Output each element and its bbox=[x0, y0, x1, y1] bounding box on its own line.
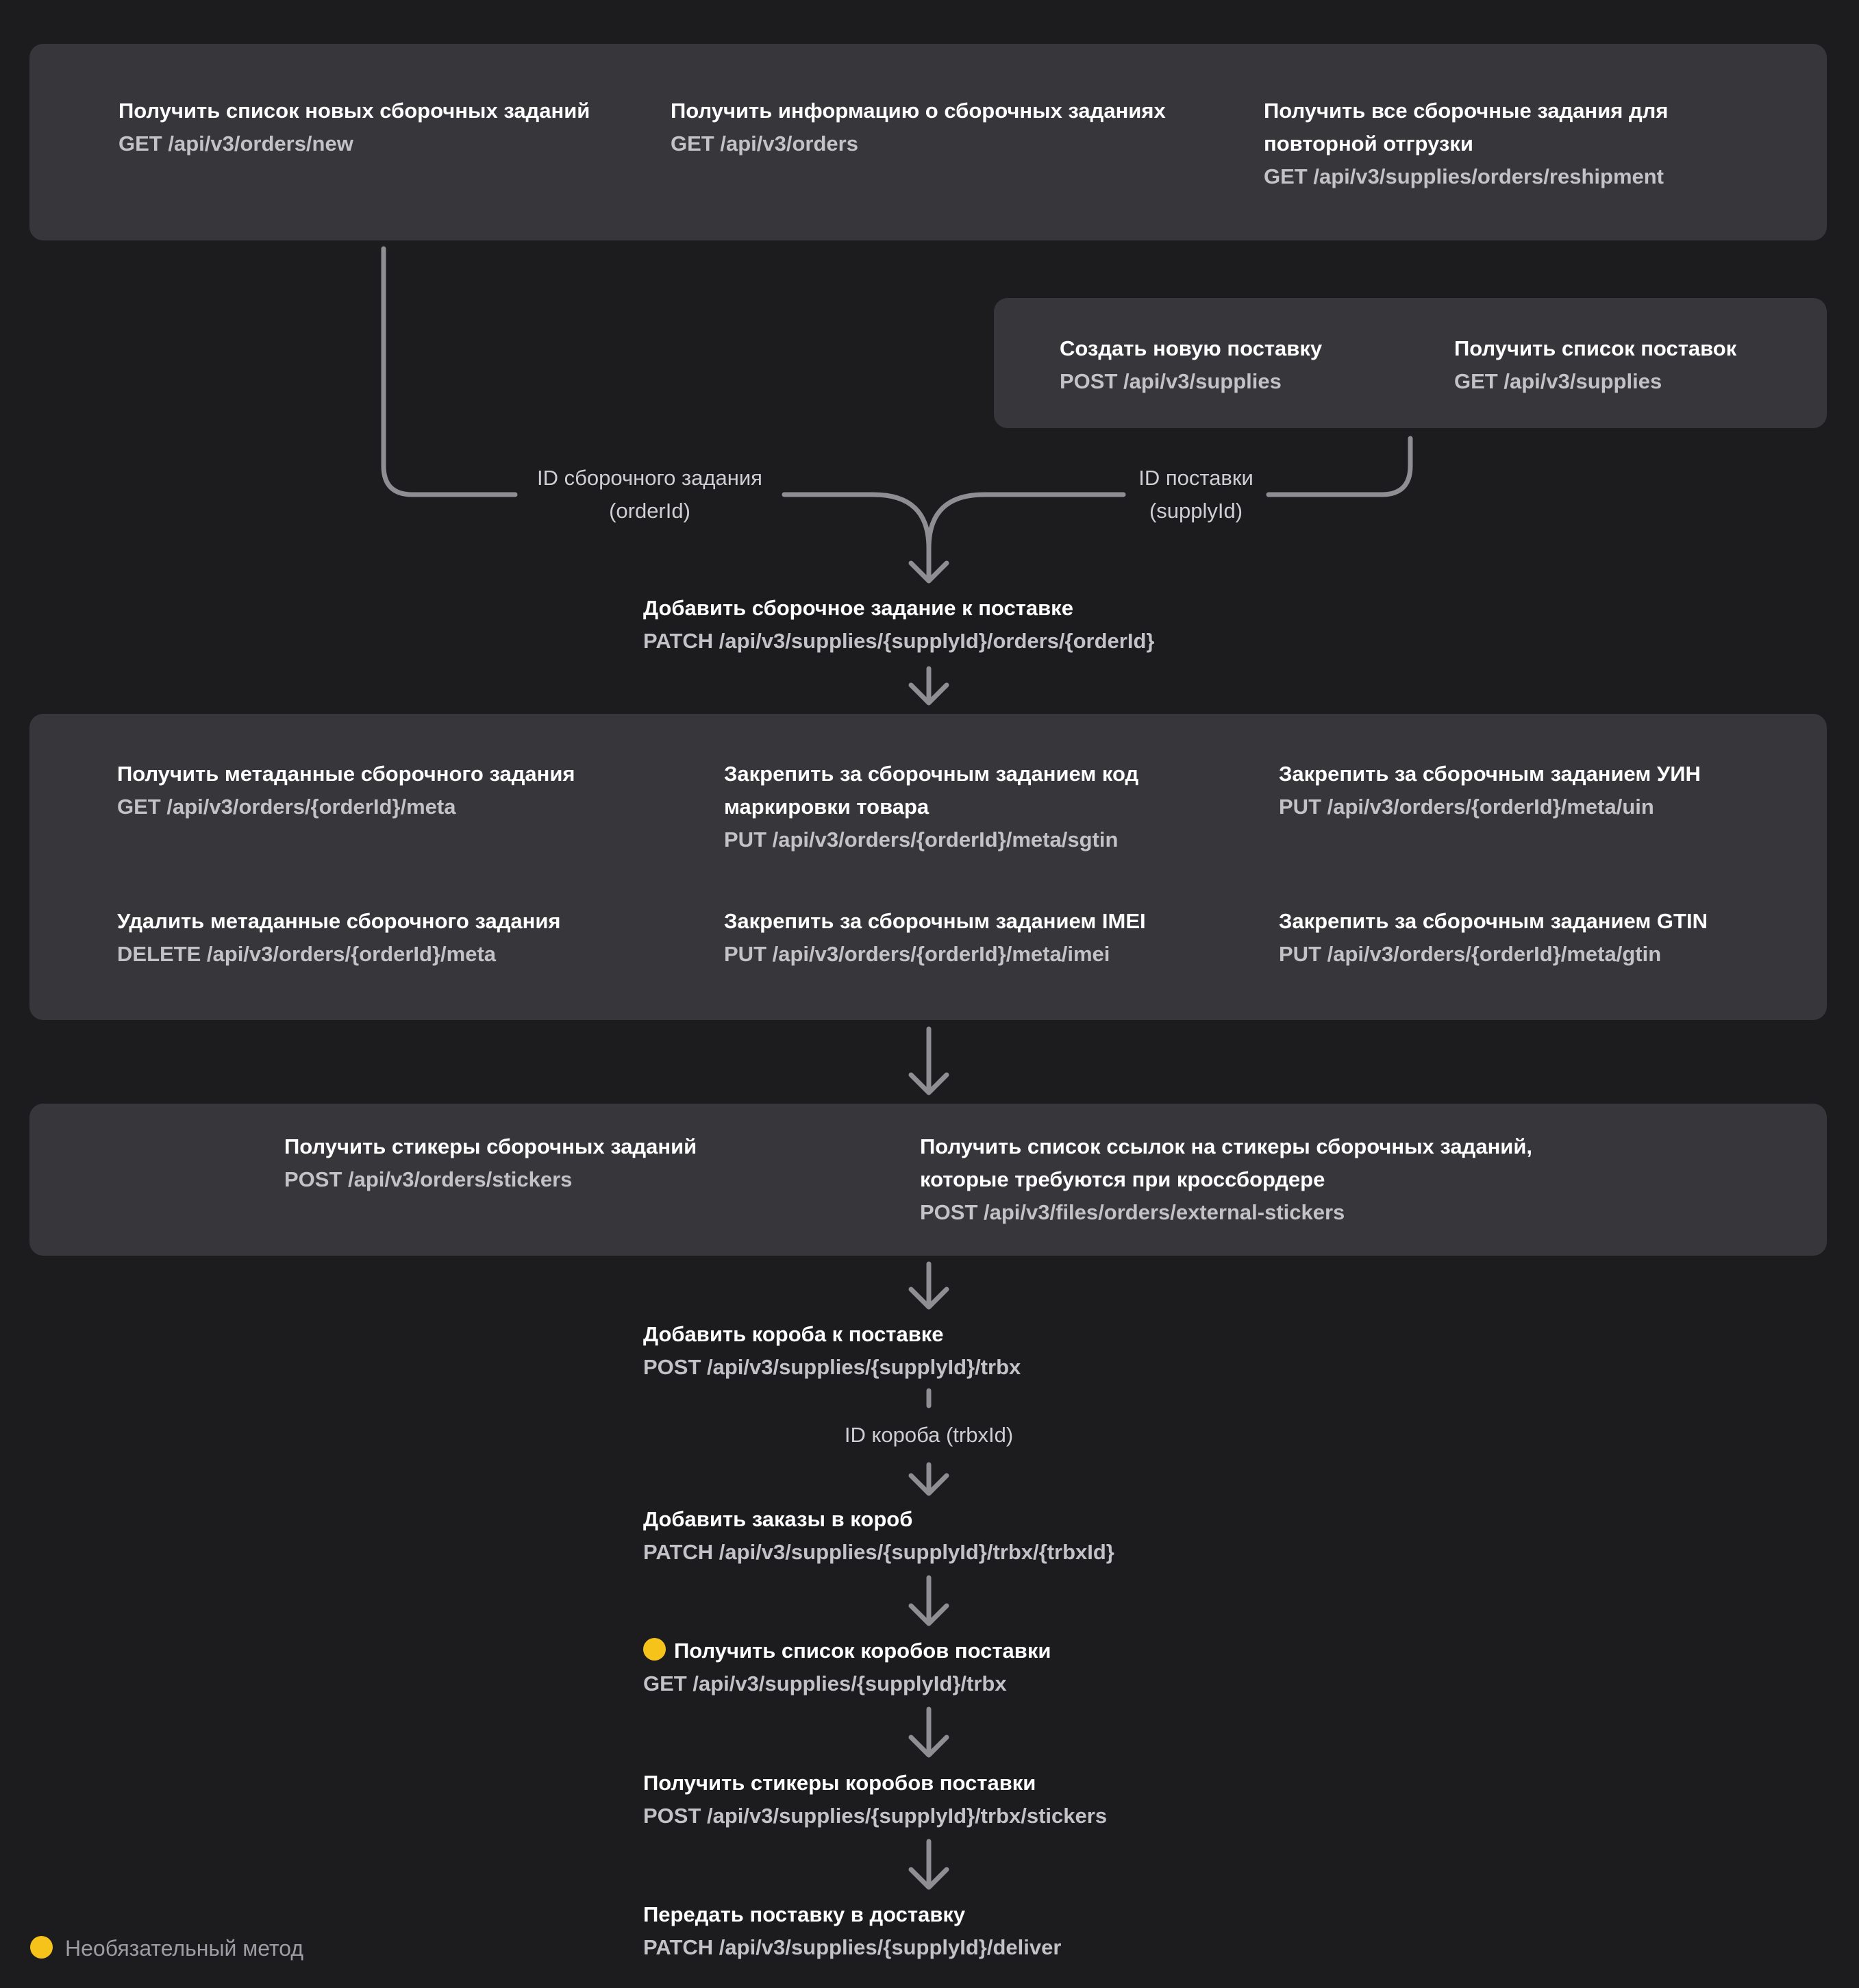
method-delete-meta[interactable]: Удалить метаданные сборочного задания DE… bbox=[117, 905, 561, 971]
method-endpoint: PATCH /api/v3/supplies/{supplyId}/trbx/{… bbox=[643, 1540, 1114, 1564]
supply-id-param: (supplyId) bbox=[1149, 499, 1243, 523]
arrow-to-meta bbox=[908, 666, 949, 706]
method-title: Получить список ссылок на стикеры сбороч… bbox=[920, 1134, 1533, 1158]
method-title: Удалить метаданные сборочного задания bbox=[117, 909, 561, 933]
method-title: Закрепить за сборочным заданием IMEI bbox=[724, 909, 1146, 933]
method-title: Закрепить за сборочным заданием GTIN bbox=[1279, 909, 1708, 933]
method-endpoint: PUT /api/v3/orders/{orderId}/meta/gtin bbox=[1279, 942, 1662, 966]
meta-panel bbox=[29, 714, 1827, 1020]
method-title: Получить список новых сборочных заданий bbox=[118, 99, 590, 123]
order-id-label: ID сборочного задания (orderId) bbox=[515, 462, 784, 527]
supplies-panel bbox=[994, 298, 1827, 428]
orders-panel bbox=[29, 44, 1827, 240]
method-endpoint: PATCH /api/v3/supplies/{supplyId}/delive… bbox=[643, 1935, 1062, 1959]
arrow-to-box-stickers bbox=[908, 1706, 949, 1758]
order-id-text: ID сборочного задания bbox=[537, 466, 762, 490]
method-title: Получить стикеры сборочных заданий bbox=[284, 1134, 697, 1158]
method-title: Создать новую поставку bbox=[1060, 336, 1323, 360]
method-title: Получить все сборочные задания для bbox=[1264, 99, 1669, 123]
method-title: Закрепить за сборочным заданием код bbox=[724, 762, 1139, 786]
method-endpoint: PUT /api/v3/orders/{orderId}/meta/imei bbox=[724, 942, 1110, 966]
method-endpoint: GET /api/v3/orders bbox=[671, 132, 858, 156]
method-title: Передать поставку в доставку bbox=[643, 1902, 966, 1926]
method-title-row: Получить список коробов поставки bbox=[643, 1635, 1051, 1667]
arrow-merge bbox=[908, 545, 949, 584]
method-title: Получить список поставок bbox=[1454, 336, 1737, 360]
method-endpoint: POST /api/v3/supplies/{supplyId}/trbx/st… bbox=[643, 1804, 1108, 1828]
method-title: Получить список коробов поставки bbox=[674, 1639, 1051, 1663]
method-title: Добавить короба к поставке bbox=[643, 1322, 944, 1346]
arrow-to-add-boxes bbox=[908, 1261, 949, 1310]
method-new-orders[interactable]: Получить список новых сборочных заданий … bbox=[118, 95, 590, 160]
method-endpoint: PATCH /api/v3/supplies/{supplyId}/orders… bbox=[643, 629, 1155, 653]
method-title: Добавить сборочное задание к поставке bbox=[643, 596, 1073, 620]
supply-id-label: ID поставки (supplyId) bbox=[1123, 462, 1269, 527]
method-box-list[interactable]: Получить список коробов поставки GET /ap… bbox=[643, 1635, 1051, 1700]
arrow-to-stickers bbox=[908, 1026, 949, 1095]
order-id-param: (orderId) bbox=[609, 499, 690, 523]
method-get-meta[interactable]: Получить метаданные сборочного задания G… bbox=[117, 758, 575, 823]
connector-supplies bbox=[1266, 436, 1413, 497]
method-endpoint: GET /api/v3/supplies bbox=[1454, 369, 1662, 393]
method-supply-list[interactable]: Получить список поставок GET /api/v3/sup… bbox=[1454, 332, 1736, 398]
method-title-line2: которые требуются при кроссбордере bbox=[920, 1167, 1325, 1191]
method-endpoint: POST /api/v3/orders/stickers bbox=[284, 1167, 573, 1191]
method-title: Получить метаданные сборочного задания bbox=[117, 762, 575, 786]
method-title: Добавить заказы в короб bbox=[643, 1507, 913, 1531]
method-create-supply[interactable]: Создать новую поставку POST /api/v3/supp… bbox=[1060, 332, 1322, 398]
optional-marker-icon bbox=[643, 1638, 666, 1661]
connector-merge bbox=[782, 492, 1126, 551]
arrow-to-box-list bbox=[908, 1575, 949, 1626]
method-order-stickers[interactable]: Получить стикеры сборочных заданий POST … bbox=[284, 1130, 697, 1196]
method-endpoint: POST /api/v3/supplies/{supplyId}/trbx bbox=[643, 1355, 1021, 1379]
arrow-to-add-to-box bbox=[908, 1462, 949, 1496]
method-endpoint: GET /api/v3/supplies/orders/reshipment bbox=[1264, 164, 1664, 188]
method-title-line2: маркировки товара bbox=[724, 795, 929, 819]
method-endpoint: POST /api/v3/files/orders/external-stick… bbox=[920, 1200, 1345, 1224]
method-meta-gtin[interactable]: Закрепить за сборочным заданием GTIN PUT… bbox=[1279, 905, 1708, 971]
method-endpoint: GET /api/v3/supplies/{supplyId}/trbx bbox=[643, 1672, 1007, 1695]
method-endpoint: POST /api/v3/supplies bbox=[1060, 369, 1282, 393]
method-external-stickers[interactable]: Получить список ссылок на стикеры сбороч… bbox=[920, 1130, 1532, 1229]
method-title-line2: повторной отгрузки bbox=[1264, 132, 1473, 156]
method-orders-info[interactable]: Получить информацию о сборочных заданиях… bbox=[671, 95, 1166, 160]
method-box-stickers[interactable]: Получить стикеры коробов поставки POST /… bbox=[643, 1767, 1107, 1832]
method-meta-sgtin[interactable]: Закрепить за сборочным заданием код марк… bbox=[724, 758, 1138, 856]
connector-orders bbox=[381, 246, 518, 497]
method-endpoint: DELETE /api/v3/orders/{orderId}/meta bbox=[117, 942, 497, 966]
supply-id-text: ID поставки bbox=[1138, 466, 1253, 490]
legend: Необязательный метод bbox=[30, 1932, 303, 1965]
arrow-to-deliver bbox=[908, 1839, 949, 1890]
method-title: Получить стикеры коробов поставки bbox=[643, 1771, 1036, 1795]
method-title: Получить информацию о сборочных заданиях bbox=[671, 99, 1166, 123]
method-add-orders-to-box[interactable]: Добавить заказы в короб PATCH /api/v3/su… bbox=[643, 1503, 1114, 1569]
method-add-boxes[interactable]: Добавить короба к поставке POST /api/v3/… bbox=[643, 1318, 1021, 1384]
optional-marker-icon bbox=[30, 1936, 53, 1959]
method-meta-imei[interactable]: Закрепить за сборочным заданием IMEI PUT… bbox=[724, 905, 1146, 971]
method-meta-uin[interactable]: Закрепить за сборочным заданием УИН PUT … bbox=[1279, 758, 1701, 823]
method-endpoint: GET /api/v3/orders/new bbox=[118, 132, 353, 156]
method-add-order-to-supply[interactable]: Добавить сборочное задание к поставке PA… bbox=[643, 592, 1154, 658]
trbx-id-label: ID короба (trbxId) bbox=[844, 1423, 1014, 1447]
method-endpoint: GET /api/v3/orders/{orderId}/meta bbox=[117, 795, 456, 819]
method-title: Закрепить за сборочным заданием УИН bbox=[1279, 762, 1701, 786]
method-reshipment-orders[interactable]: Получить все сборочные задания для повто… bbox=[1264, 95, 1668, 193]
method-deliver-supply[interactable]: Передать поставку в доставку PATCH /api/… bbox=[643, 1898, 1061, 1964]
method-endpoint: PUT /api/v3/orders/{orderId}/meta/sgtin bbox=[724, 828, 1119, 852]
legend-optional-label: Необязательный метод bbox=[65, 1936, 304, 1961]
stickers-panel bbox=[29, 1104, 1827, 1256]
method-endpoint: PUT /api/v3/orders/{orderId}/meta/uin bbox=[1279, 795, 1654, 819]
